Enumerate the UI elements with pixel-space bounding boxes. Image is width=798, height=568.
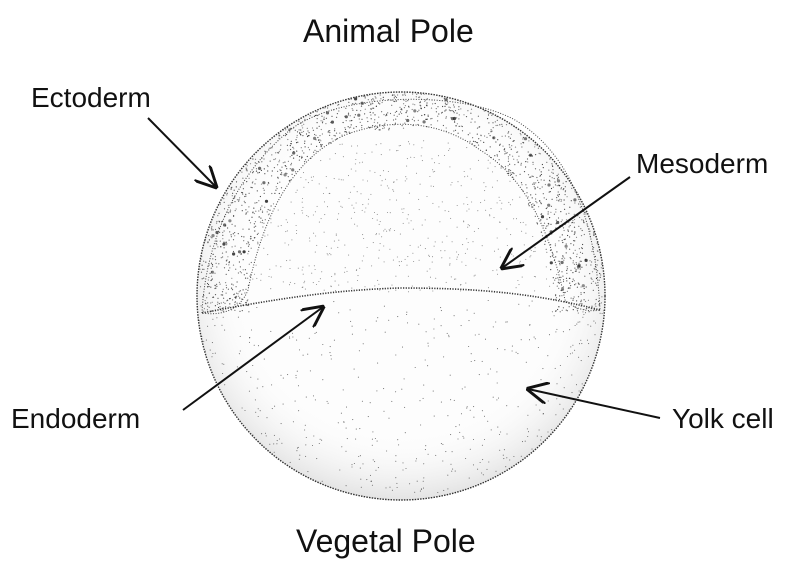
endoderm-label: Endoderm	[11, 405, 140, 433]
ectoderm-label: Ectoderm	[31, 84, 151, 112]
yolk-cell-label: Yolk cell	[672, 405, 774, 433]
embryo-shading	[197, 92, 605, 500]
animal-pole-label: Animal Pole	[303, 15, 474, 47]
ectoderm-arrow	[148, 118, 216, 187]
vegetal-pole-label: Vegetal Pole	[296, 525, 476, 557]
mesoderm-label: Mesoderm	[636, 150, 768, 178]
